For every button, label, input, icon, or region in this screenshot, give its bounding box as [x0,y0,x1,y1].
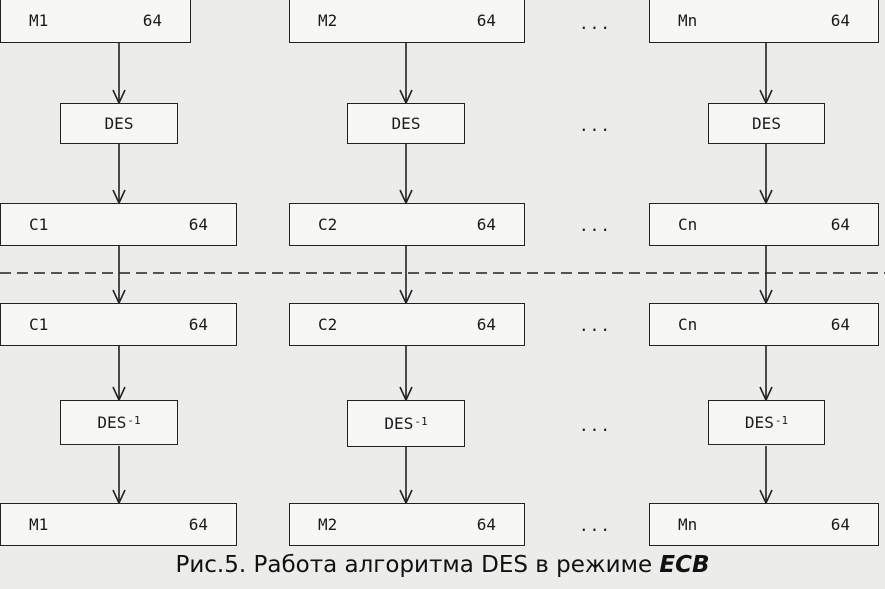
col1-arrow-des-to-cipher [112,144,126,205]
coln-des-encrypt-label: DES [752,114,781,133]
col2-arrow-des-to-cipher [399,144,413,205]
ellipsis-row6: ... [579,516,611,535]
coln-des-decrypt-sup: -1 [774,414,789,427]
figure-caption: Рис.5. Работа алгоритма DES в режиме ECB [0,552,885,578]
col1-plain-out-box: M1 64 [0,503,237,546]
coln-cipher-in-bits: 64 [830,315,850,334]
ellipsis-row1: ... [579,14,611,33]
col2-plain-in-bits: 64 [476,11,496,30]
col1-plain-in-bits: 64 [142,11,162,30]
col2-cipher-out-label: C2 [318,215,338,234]
col1-cipher-out-label: C1 [29,215,49,234]
col2-des-encrypt-block: DES [347,103,465,144]
caption-prefix: Рис.5. Работа алгоритма DES в режиме [175,552,660,578]
col2-plain-in-box: M2 64 [289,0,525,43]
col2-arrow-cipher-to-desinv [399,346,413,402]
col1-cipher-in-box: C1 64 [0,303,237,346]
coln-plain-out-bits: 64 [830,515,850,534]
col2-arrow-desinv-to-plain [399,446,413,505]
col1-cipher-out-box: C1 64 [0,203,237,246]
col2-cipher-in-label: C2 [318,315,338,334]
coln-cipher-in-box: Cn 64 [649,303,879,346]
col1-cipher-in-label: C1 [29,315,49,334]
caption-mode: ECB [659,552,710,578]
ellipsis-row3: ... [579,216,611,235]
col1-arrow-plain-to-des [112,43,126,105]
col1-arrow-desinv-to-plain [112,446,126,505]
coln-des-decrypt-block: DES-1 [708,400,825,445]
col2-cipher-in-bits: 64 [476,315,496,334]
ellipsis-row5: ... [579,416,611,435]
coln-cipher-out-box: Cn 64 [649,203,879,246]
coln-des-decrypt-label: DES [744,413,774,432]
col1-cipher-out-bits: 64 [188,215,208,234]
coln-plain-out-label: Mn [678,515,698,534]
coln-plain-in-label: Mn [678,11,698,30]
col1-cipher-in-bits: 64 [188,315,208,334]
col1-plain-in-label: M1 [29,11,49,30]
col2-cipher-in-box: C2 64 [289,303,525,346]
coln-des-encrypt-block: DES [708,103,825,144]
col2-cipher-out-bits: 64 [476,215,496,234]
coln-plain-in-box: Mn 64 [649,0,879,43]
ellipsis-row4: ... [579,316,611,335]
coln-plain-out-box: Mn 64 [649,503,879,546]
col1-des-encrypt-block: DES [60,103,178,144]
col2-des-decrypt-label: DES [384,414,414,433]
col2-des-decrypt-block: DES-1 [347,400,465,447]
col2-plain-out-label: M2 [318,515,338,534]
coln-cipher-out-label: Cn [678,215,698,234]
col1-des-decrypt-sup: -1 [127,414,141,427]
coln-arrow-cipher-to-desinv [759,346,773,402]
col2-des-encrypt-label: DES [391,114,421,133]
col2-plain-out-bits: 64 [476,515,496,534]
col1-plain-in-box: M1 64 [0,0,191,43]
col1-arrow-cipher-to-cipher [112,246,126,305]
coln-arrow-desinv-to-plain [759,446,773,505]
col1-plain-out-bits: 64 [188,515,208,534]
col2-arrow-cipher-to-cipher [399,246,413,305]
coln-arrow-des-to-cipher [759,144,773,205]
col1-plain-out-label: M1 [29,515,49,534]
ellipsis-row2: ... [579,116,611,135]
col1-arrow-cipher-to-desinv [112,346,126,402]
col1-des-decrypt-label: DES [97,413,127,432]
col1-des-encrypt-label: DES [104,114,134,133]
col2-arrow-plain-to-des [399,43,413,105]
col2-plain-in-label: M2 [318,11,338,30]
coln-cipher-out-bits: 64 [830,215,850,234]
coln-arrow-cipher-to-cipher [759,246,773,305]
col2-des-decrypt-sup: -1 [414,415,428,428]
coln-plain-in-bits: 64 [830,11,850,30]
coln-cipher-in-label: Cn [678,315,698,334]
coln-arrow-plain-to-des [759,43,773,105]
col2-plain-out-box: M2 64 [289,503,525,546]
col1-des-decrypt-block: DES-1 [60,400,178,445]
col2-cipher-out-box: C2 64 [289,203,525,246]
